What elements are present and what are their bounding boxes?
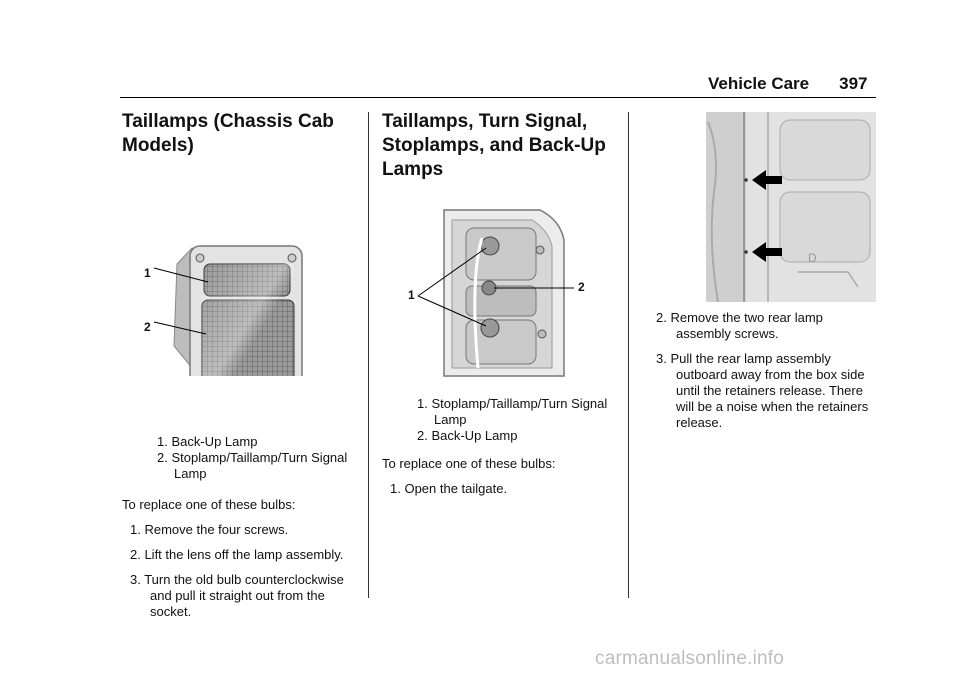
caption-item: 1. Stoplamp/Taillamp/Turn Signal Lamp <box>417 396 608 427</box>
figure-caption: 1. Back-Up Lamp 2. Stoplamp/Taillamp/Tur… <box>122 434 360 482</box>
callout-1: 1 <box>408 288 415 302</box>
taillamp-socket-illustration <box>417 209 574 377</box>
steps-list: 1. Remove the four screws. 2. Lift the l… <box>122 522 360 620</box>
column-divider <box>368 112 369 598</box>
steps-list: 1. Open the tailgate. <box>382 481 618 497</box>
section-heading-chassis-cab: Taillamps (Chassis Cab Models) <box>122 111 334 156</box>
steps-list: 2. Remove the two rear lamp assembly scr… <box>648 310 876 431</box>
caption-item: 2. Stoplamp/Taillamp/Turn Signal Lamp <box>157 450 348 481</box>
step-item: 1. Remove the four screws. <box>130 522 289 537</box>
header-rule <box>120 97 876 98</box>
callout-2: 2 <box>578 280 585 294</box>
section-title: Vehicle Care <box>708 74 810 93</box>
step-item: 3. Turn the old bulb counterclockwise an… <box>130 572 344 619</box>
column-chassis-cab: Taillamps (Chassis Cab Models) <box>122 110 360 629</box>
step-item: 1. Open the tailgate. <box>390 481 508 496</box>
intro-text: To replace one of these bulbs: <box>382 456 556 471</box>
step-item: 3. Pull the rear lamp assembly outboard … <box>656 351 869 430</box>
caption-item: 1. Back-Up Lamp <box>157 434 258 449</box>
rear-lamp-screws-illustration: D <box>706 112 876 302</box>
callout-2: 2 <box>144 320 151 334</box>
figure-chassis-cab-lamp: 1 2 <box>122 186 360 376</box>
step-item: 2. Remove the two rear lamp assembly scr… <box>656 310 823 341</box>
column-divider <box>628 112 629 598</box>
callout-1: 1 <box>144 266 151 280</box>
page-header: Vehicle Care 397 <box>708 74 868 94</box>
chassis-cab-lamp-illustration <box>153 245 303 376</box>
section-heading-taillamps: Taillamps, Turn Signal, Stoplamps, and B… <box>382 111 606 180</box>
column-continued: D 2. Remove the two rear lamp assembly s… <box>648 110 876 440</box>
page-number: 397 <box>839 74 868 93</box>
svg-text:D: D <box>808 251 817 265</box>
figure-taillamp-sockets: 1 2 <box>382 198 618 388</box>
step-item: 2. Lift the lens off the lamp assembly. <box>130 547 344 562</box>
caption-item: 2. Back-Up Lamp <box>417 428 518 443</box>
figure-rear-lamp-screws: D <box>648 112 876 302</box>
watermark: carmanualsonline.info <box>595 648 785 669</box>
column-taillamps: Taillamps, Turn Signal, Stoplamps, and B… <box>382 110 618 506</box>
figure-caption: 1. Stoplamp/Taillamp/Turn Signal Lamp 2.… <box>382 396 618 444</box>
intro-text: To replace one of these bulbs: <box>122 497 296 512</box>
